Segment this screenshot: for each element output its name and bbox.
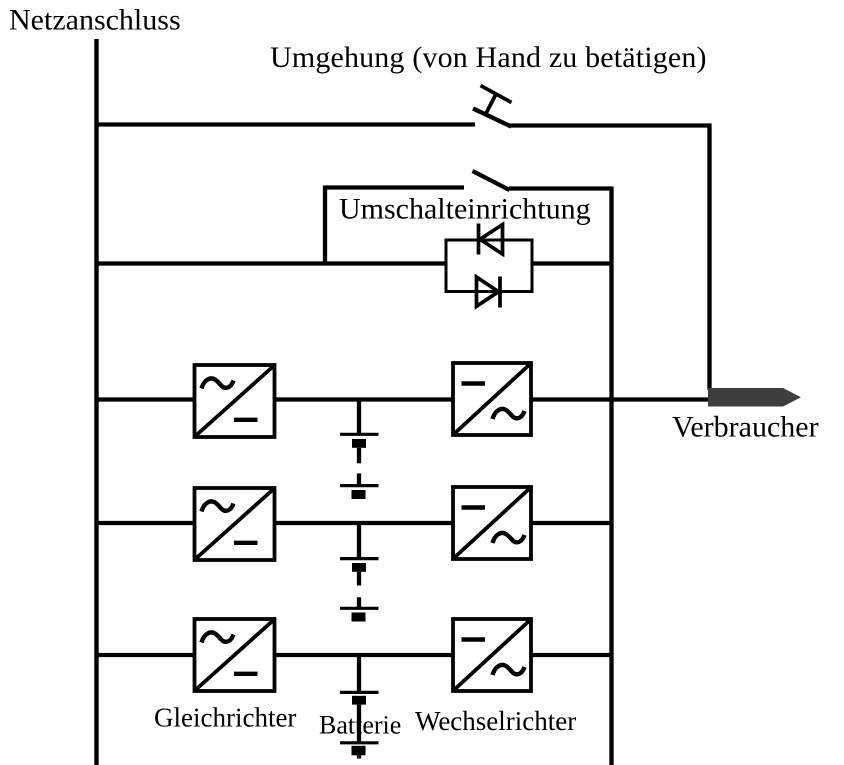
svg-text:Umschalteinrichtung: Umschalteinrichtung [339,193,591,226]
svg-text:Gleichrichter: Gleichrichter [154,703,296,733]
svg-text:Netzanschluss: Netzanschluss [9,4,181,37]
svg-text:Batterie: Batterie [319,711,401,740]
svg-text:Umgehung (von Hand zu betätige: Umgehung (von Hand zu betätigen) [270,41,707,74]
svg-text:Verbraucher: Verbraucher [672,411,819,444]
svg-text:Wechselrichter: Wechselrichter [415,706,576,736]
